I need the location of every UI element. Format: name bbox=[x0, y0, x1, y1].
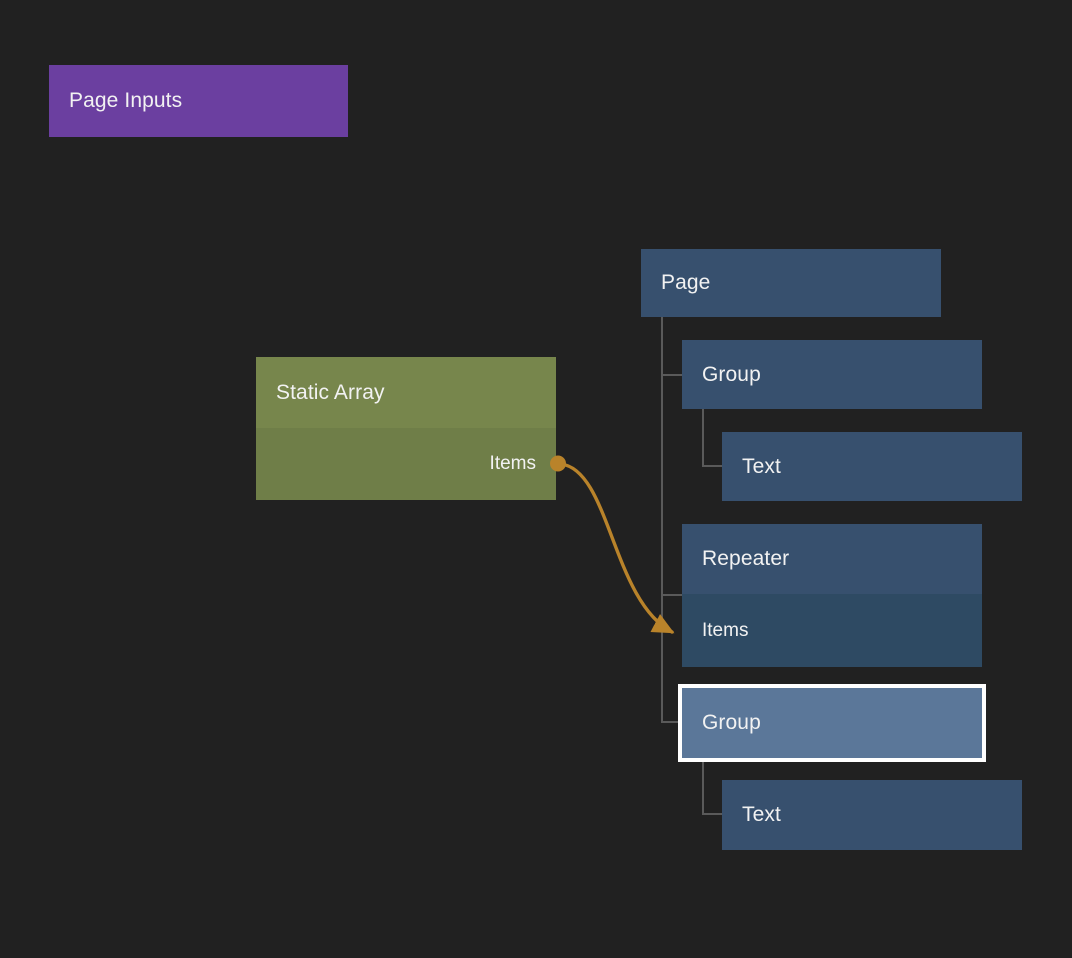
node-repeater[interactable]: Repeater Items bbox=[682, 524, 982, 667]
node-page-title: Page bbox=[641, 249, 941, 317]
tree-stub-group-1 bbox=[661, 374, 682, 376]
node-group-2-title: Group bbox=[682, 688, 982, 758]
node-repeater-port-items[interactable]: Items bbox=[682, 594, 982, 667]
node-group-1-title: Group bbox=[682, 340, 982, 409]
node-page[interactable]: Page bbox=[641, 249, 941, 317]
node-group-1[interactable]: Group bbox=[682, 340, 982, 409]
node-group-2[interactable]: Group bbox=[678, 684, 986, 762]
node-text-1-title: Text bbox=[722, 432, 1022, 501]
node-static-array[interactable]: Static Array Items bbox=[256, 357, 556, 500]
tree-stub-repeater bbox=[661, 594, 682, 596]
node-static-array-port-items[interactable]: Items bbox=[256, 428, 556, 500]
node-text-1[interactable]: Text bbox=[722, 432, 1022, 501]
node-static-array-title: Static Array bbox=[256, 357, 556, 428]
tree-trunk-page bbox=[661, 317, 663, 723]
tree-trunk-group-2 bbox=[702, 758, 704, 815]
node-text-2[interactable]: Text bbox=[722, 780, 1022, 850]
tree-stub-text-2 bbox=[702, 813, 723, 815]
node-repeater-title: Repeater bbox=[682, 524, 982, 594]
tree-stub-text-1 bbox=[702, 465, 723, 467]
tree-trunk-group-1 bbox=[702, 409, 704, 467]
node-text-2-title: Text bbox=[722, 780, 1022, 850]
tree-stub-group-2 bbox=[661, 721, 682, 723]
node-page-inputs[interactable]: Page Inputs bbox=[49, 65, 348, 137]
port-label-items: Items bbox=[489, 453, 536, 474]
wire-static-array-to-repeater bbox=[559, 462, 675, 634]
port-label-items: Items bbox=[702, 619, 749, 641]
node-page-inputs-title: Page Inputs bbox=[69, 89, 183, 112]
